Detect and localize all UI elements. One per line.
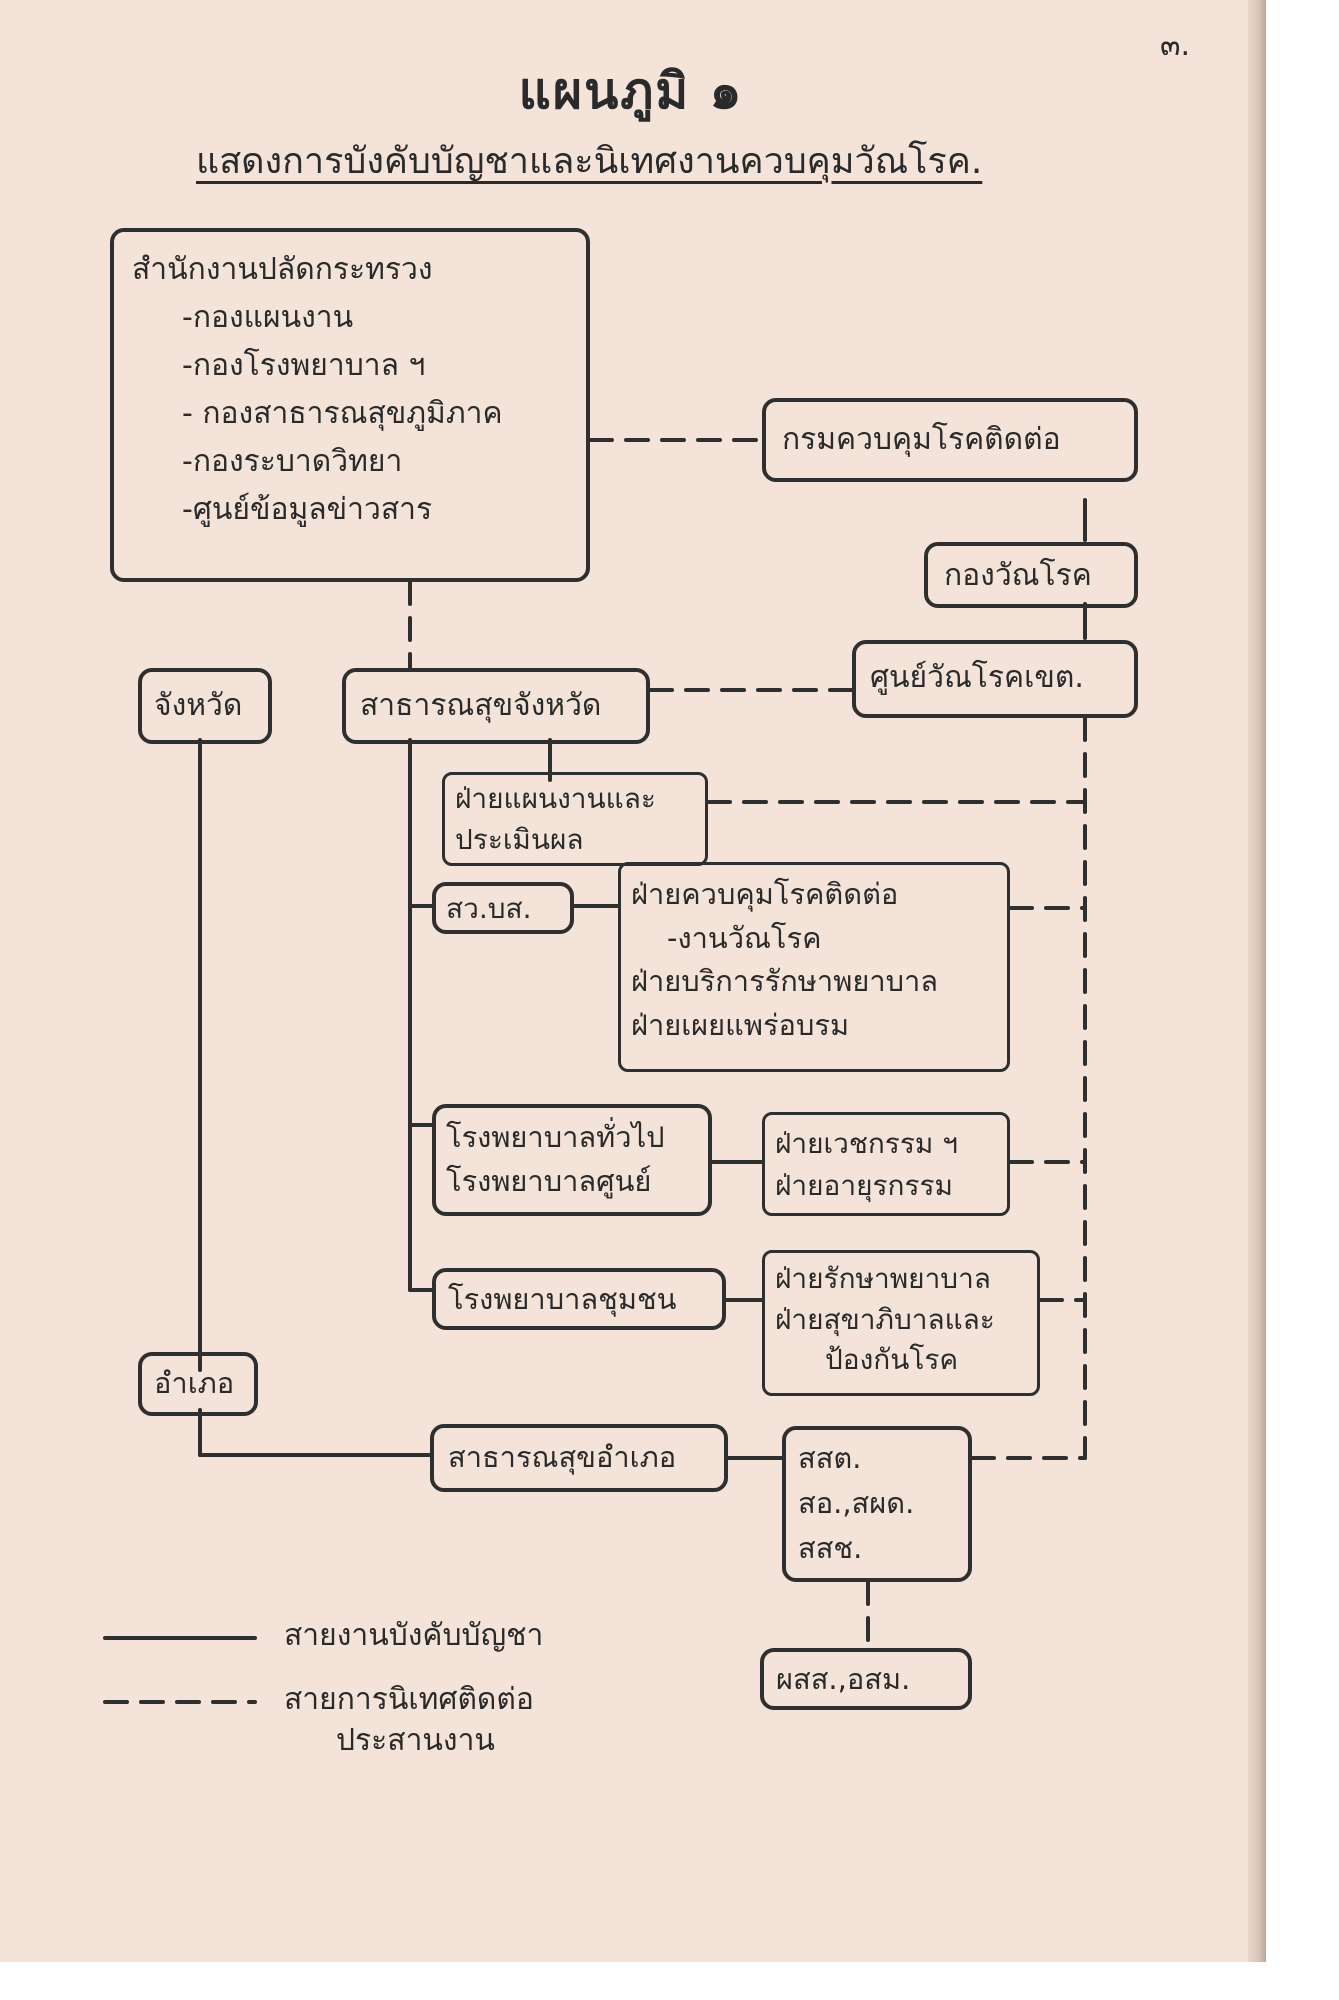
health-center-line: สสต. [798,1441,862,1475]
chart-subtitle: แสดงการบังคับบัญชาและนิเทศงานควบคุมวัณโร… [196,141,983,182]
health-center-line: สสช. [798,1530,863,1565]
community-section-line: ฝ่ายสุขาภิบาลและ [775,1302,995,1336]
health-centers-box: สสต. สอ.,สผด. สสช. [782,1426,972,1582]
community-sections-box: ฝ่ายรักษาพยาบาล ฝ่ายสุขาภิบาลและ ป้องกัน… [762,1250,1040,1396]
hospital-line: โรงพยาบาลศูนย์ [446,1163,652,1198]
legend-solid-label: สายงานบังคับบัญชา [284,1618,544,1653]
chart-title: แผนภูมิ ๑ [518,62,744,120]
general-hospital-box: โรงพยาบาลทั่วไป โรงพยาบาลศูนย์ [432,1104,712,1216]
dept-disease-control-box: กรมควบคุมโรคติดต่อ [762,398,1138,482]
ministry-office-item: -ศูนย์ข้อมูลข่าวสาร [182,492,433,527]
volunteers-box: ผสส.,อสม. [760,1648,972,1710]
tb-division-box: กองวัณโรค [924,542,1138,608]
section-line: -งานวัณโรค [667,920,822,955]
legend-dashed-line2: ประสานงาน [336,1722,495,1758]
planning-eval-line: ประเมินผล [455,822,584,856]
province-box: จังหวัด [138,668,272,744]
ministry-office-item: -กองโรงพยาบาล ฯ [182,348,426,383]
sw-bs-box: สว.บส. [432,882,574,934]
community-section-line: ป้องกันโรค [825,1343,959,1377]
page-edge [1248,0,1266,1962]
hospital-section-line: ฝ่ายอายุรกรรม [775,1169,954,1202]
hospital-sections-box: ฝ่ายเวชกรรม ฯ ฝ่ายอายุรกรรม [762,1112,1010,1216]
section-line: ฝ่ายเผยแพร่อบรม [631,1007,850,1042]
district-health-box: สาธารณสุขอำเภอ [430,1424,728,1492]
legend-dashed-line1: สายการนิเทศติดต่อ [284,1682,534,1717]
provincial-health-box: สาธารณสุขจังหวัด [342,668,650,744]
community-section-line: ฝ่ายรักษาพยาบาล [775,1262,991,1295]
ministry-office-item: -กองแผนงาน [182,300,354,335]
document-page [0,0,1262,1962]
disease-control-sections-box: ฝ่ายควบคุมโรคติดต่อ -งานวัณโรค ฝ่ายบริกา… [618,862,1010,1072]
ministry-office-item: -กองระบาดวิทยา [182,444,403,479]
hospital-section-line: ฝ่ายเวชกรรม ฯ [775,1127,958,1160]
planning-eval-box: ฝ่ายแผนงานและ ประเมินผล [442,772,708,866]
section-line: ฝ่ายควบคุมโรคติดต่อ [631,877,899,911]
hospital-line: โรงพยาบาลทั่วไป [446,1120,665,1154]
legend-dashed-label: สายการนิเทศติดต่อ ประสานงาน [284,1680,534,1761]
district-box: อำเภอ [138,1352,258,1416]
ministry-office-box: สำนักงานปลัดกระทรวง -กองแผนงาน -กองโรงพย… [110,228,590,582]
community-hospital-box: โรงพยาบาลชุมชน [432,1268,726,1330]
tb-center-region-box: ศูนย์วัณโรคเขต. [852,640,1138,718]
section-line: ฝ่ายบริการรักษาพยาบาล [631,964,939,998]
health-center-line: สอ.,สผด. [798,1485,915,1520]
ministry-office-item: - กองสาธารณสุขภูมิภาค [182,396,503,431]
ministry-office-heading: สำนักงานปลัดกระทรวง [132,252,433,287]
page-number: ๓. [1160,28,1191,63]
planning-eval-line: ฝ่ายแผนงานและ [455,782,656,815]
